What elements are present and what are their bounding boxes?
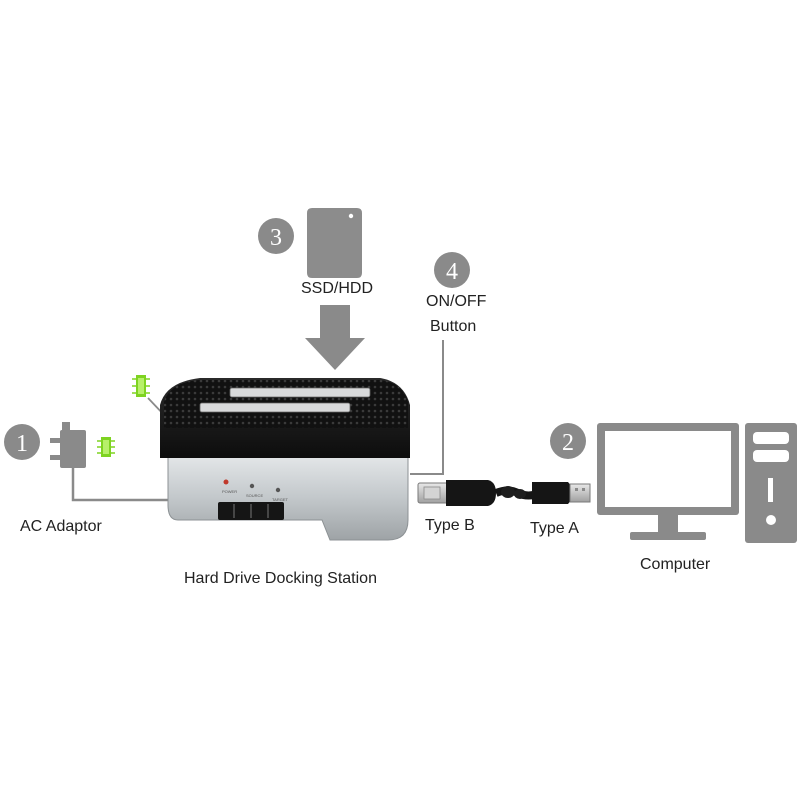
step-1-badge: 1 xyxy=(4,424,40,460)
dock-source-led xyxy=(249,483,255,489)
dock-target-label: TARGET xyxy=(272,497,288,502)
type-a-label: Type A xyxy=(530,520,579,537)
ac-adaptor-label: AC Adaptor xyxy=(20,518,102,535)
adapter-cable xyxy=(71,468,168,502)
step-4-badge: 4 xyxy=(434,252,470,288)
on-off-pointer-line xyxy=(410,340,444,475)
step-3-badge: 3 xyxy=(258,218,294,254)
dock-source-label: SOURCE xyxy=(246,493,263,498)
step-2-badge: 2 xyxy=(550,423,586,459)
dock-target-led xyxy=(275,487,281,493)
on-off-label: ON/OFF xyxy=(426,293,487,310)
step-4-number: 4 xyxy=(446,259,458,285)
step-3-number: 3 xyxy=(270,225,282,251)
ac-adapter-plug-icon xyxy=(50,422,86,468)
docking-station: POWER SOURCE TARGET xyxy=(160,378,410,541)
ssd-drive-icon xyxy=(307,208,362,278)
docking-station-label: Hard Drive Docking Station xyxy=(184,570,377,587)
green-led-icon xyxy=(97,437,115,457)
computer-tower-icon xyxy=(745,423,797,543)
computer-monitor-icon xyxy=(597,423,739,540)
computer-label: Computer xyxy=(640,556,711,573)
down-arrow-icon xyxy=(305,305,365,370)
dock-power-led xyxy=(223,479,229,485)
usb-cable-icon xyxy=(417,480,591,506)
power-led-icon xyxy=(132,375,150,397)
type-b-label: Type B xyxy=(425,517,475,534)
step-1-number: 1 xyxy=(16,431,28,457)
dock-power-label: POWER xyxy=(222,489,237,494)
ssd-hdd-label: SSD/HDD xyxy=(301,280,374,297)
step-2-number: 2 xyxy=(562,430,574,456)
button-label: Button xyxy=(430,318,477,335)
